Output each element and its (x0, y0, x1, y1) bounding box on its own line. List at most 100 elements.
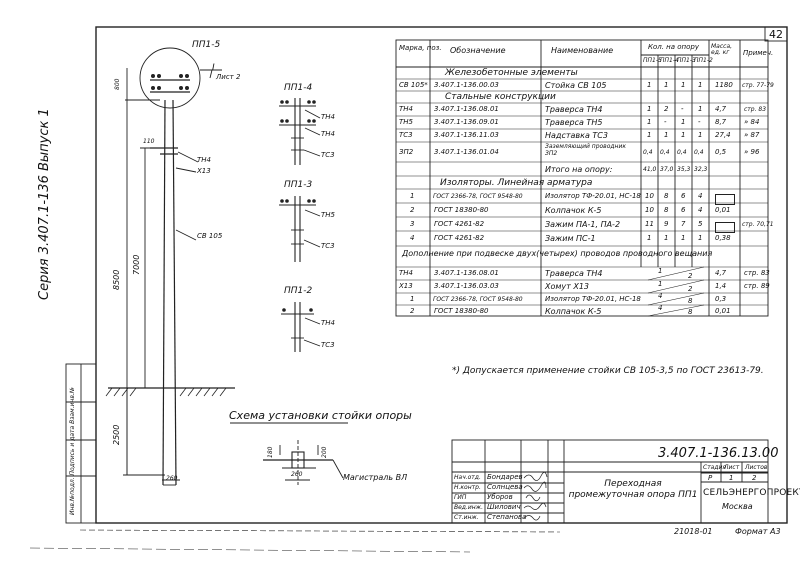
cell-qty: 1 (647, 81, 652, 89)
bottom-number: 21018-01 (674, 527, 713, 536)
cell-qty: 4 (658, 304, 663, 312)
cell-qty: 4 (698, 206, 703, 214)
cell-name: Стойка СВ 105 (545, 81, 607, 90)
cell-mass: 4,7 (715, 269, 727, 277)
cell-qty: 1 (681, 131, 686, 139)
label-ts3-pp13: ТС3 (321, 242, 335, 250)
cell-name: Траверса ТН5 (545, 118, 603, 127)
cell-qty: 6 (681, 192, 686, 200)
tb-name: Шилович (487, 503, 521, 511)
cell-qty: 1 (681, 81, 686, 89)
cell-qty: - (698, 118, 701, 126)
cell-qty: 1 (664, 234, 669, 242)
cell-designation: ГОСТ 2366-78, ГОСТ 9548-80 (433, 296, 523, 303)
cell-mass: 0,5 (715, 148, 727, 156)
cell-qty: - (664, 118, 667, 126)
cell-mark: 1 (410, 295, 415, 303)
tb-role: Нач.отд. (454, 474, 481, 481)
footnote: *) Допускается применение стойки СВ 105-… (452, 366, 764, 376)
cell-designation: 3.407.1-136.09.01 (434, 118, 499, 126)
magistral-label: Магистраль ВЛ (343, 473, 408, 482)
header-designation: Обозначение (450, 46, 506, 55)
label-sv105: СВ 105 (197, 232, 223, 240)
cell-qty: 37,0 (660, 166, 674, 173)
cell-mark: 3 (410, 220, 415, 228)
cell-note: стр. 77-79 (742, 82, 774, 89)
label-tn4-pp14: ТН4 (321, 113, 335, 121)
install-title: Схема установки стойки опоры (229, 409, 412, 422)
cell-name: Траверса ТН4 (545, 105, 603, 114)
tb-sheets: 2 (752, 474, 757, 482)
label-tn4-pp12: ТН4 (321, 319, 335, 327)
tb-sheets-label: Листов (745, 464, 768, 471)
label-pp12: ПП1-2 (284, 286, 313, 296)
tb-name: Степанова (487, 513, 527, 521)
cell-qty: 0,4 (694, 149, 704, 156)
cell-designation: 3.407.1-136.11.03 (434, 131, 499, 139)
cell-qty: 11 (645, 220, 654, 228)
cell-qty: 1 (647, 105, 652, 113)
cell-name: Хомут Х13 (545, 282, 590, 291)
cell-qty: 8 (664, 206, 669, 214)
label-pp15: ПП1-5 (192, 40, 221, 50)
cell-qty: 8 (688, 308, 693, 316)
label-tn5-pp13: ТН5 (321, 211, 335, 219)
header-qty-col-3: ПП1-3 (677, 57, 696, 64)
cell-designation: 3.407.1-136.03.03 (434, 282, 499, 290)
cell-name: Колпачок К-5 (545, 206, 602, 215)
cell-qty: 1 (681, 118, 686, 126)
section-title: Железобетонные элементы (445, 68, 578, 78)
cell-qty: 1 (658, 267, 663, 275)
cell-qty: 2 (688, 272, 693, 280)
cell-note: стр. 83 (744, 106, 767, 113)
tb-title: Переходная промежуточная опора ПП1 (568, 479, 698, 501)
label-sheet2: Лист 2 (216, 73, 241, 81)
cell-name: Зажим ПА-1, ПА-2 (545, 220, 621, 229)
cell-qty: 1 (664, 131, 669, 139)
header-note: Примеч. (743, 49, 774, 57)
cell-designation: 3.407.1-136.01.04 (434, 148, 499, 156)
section-title: Дополнение при подвеске двух(четырех) пр… (402, 249, 713, 258)
tb-name: Солнцева (487, 483, 523, 491)
label-x13-main: Х13 (197, 167, 211, 175)
cell-qty: 1 (698, 131, 703, 139)
label-tn4b-pp14: ТН4 (321, 130, 335, 138)
header-mark: Марка, поз. (399, 44, 442, 52)
cell-qty: 1 (658, 280, 663, 288)
cell-qty: 2 (688, 285, 693, 293)
tb-sheet-label: Лист (724, 464, 740, 471)
cell-qty: 10 (645, 192, 654, 200)
cell-mark: ТН5 (399, 118, 413, 126)
blank-box (715, 191, 735, 207)
cell-name: Изолятор ТФ-20.01, НС-18 (545, 192, 641, 200)
tb-city: Москва (722, 502, 753, 511)
cell-mass: 0,38 (715, 234, 731, 242)
label-pp14: ПП1-4 (284, 83, 313, 93)
cell-qty: 0,4 (677, 149, 687, 156)
cell-note: » 87 (744, 131, 760, 139)
label-tn4-main: ТН4 (197, 156, 211, 164)
label-pp13: ПП1-3 (284, 180, 313, 190)
cell-qty: 10 (645, 206, 654, 214)
cell-qty: 1 (647, 118, 652, 126)
cell-qty: 7 (681, 220, 686, 228)
cell-mass: 0,01 (715, 307, 731, 315)
tb-org: СЕЛЬЭНЕРГОПРОЕКТ (703, 488, 800, 498)
cell-mark: 4 (410, 234, 415, 242)
cell-qty: - (681, 105, 684, 113)
cell-qty: 1 (698, 81, 703, 89)
cell-qty: 1 (698, 234, 703, 242)
cell-qty: 6 (681, 206, 686, 214)
header-name: Наименование (551, 46, 614, 55)
dim-260: 260 (291, 471, 303, 478)
cell-designation: 3.407.1-136.08.01 (434, 105, 499, 113)
cell-name: Траверса ТН4 (545, 269, 603, 278)
header-qty: Кол. на опору (648, 43, 699, 51)
page-number: 42 (769, 28, 783, 41)
tb-sheet: 1 (729, 474, 734, 482)
cell-designation: ГОСТ 18380-80 (434, 206, 489, 214)
cell-designation: ГОСТ 4261-82 (434, 220, 485, 228)
cell-qty: 1 (664, 81, 669, 89)
cell-qty: 1 (698, 105, 703, 113)
